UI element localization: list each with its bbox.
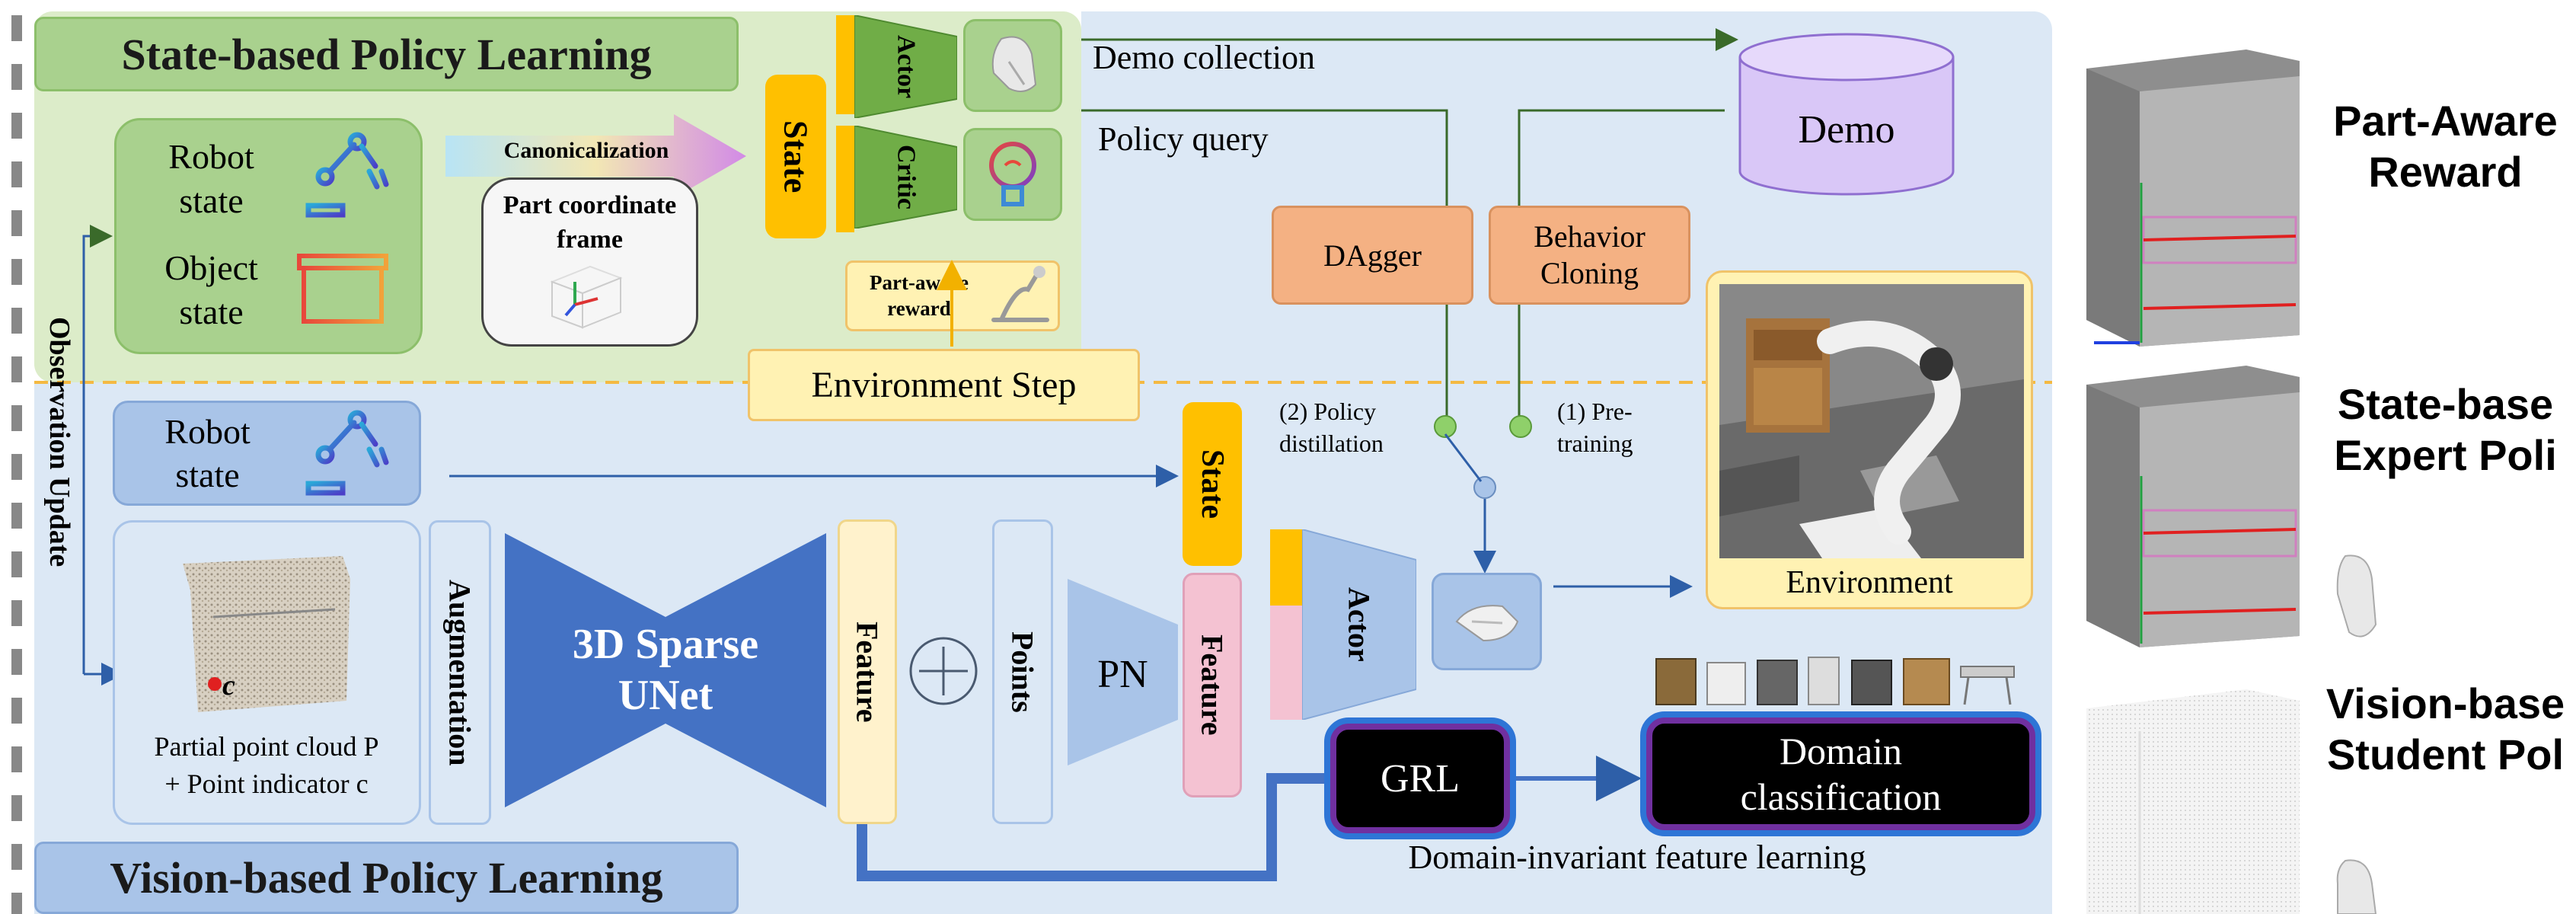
vision-section-title: Vision-based Policy Learning	[34, 842, 739, 914]
vision-gripper-box	[1432, 573, 1542, 670]
actor-network-top	[854, 15, 957, 118]
vision-robot-state-label: Robot state	[164, 411, 251, 495]
policy-query-label: Policy query	[1098, 120, 1269, 158]
canonicalization-label: Canonicalization	[503, 137, 669, 163]
feature-block: Feature	[838, 519, 897, 824]
environment-box	[1706, 270, 2033, 609]
cabinet-thumbnails	[1655, 657, 2015, 705]
vision-actor-label: Actor	[1342, 587, 1377, 662]
point-cloud-image	[183, 556, 350, 712]
part-coordinate-frame-box	[481, 177, 698, 347]
pretraining-label: (1) Pre- training	[1557, 398, 1633, 457]
robot-reward-icon	[991, 266, 1049, 322]
part-coordinate-frame-label: Part coordinate frame	[503, 191, 677, 254]
object-state-label: Object state	[164, 248, 258, 331]
demo-collection-label: Demo collection	[1093, 38, 1316, 76]
critic-network	[854, 126, 957, 228]
vision-actor-state-bar	[1270, 529, 1302, 606]
student-gripper-render	[2336, 859, 2377, 914]
point-indicator-label: c	[222, 670, 235, 701]
unet-shape	[505, 533, 826, 807]
vision-student-render	[2086, 689, 2300, 914]
demo-label: Demo	[1798, 107, 1895, 152]
lightbulb-icon-box	[963, 128, 1062, 221]
gripper-icon	[991, 36, 1037, 92]
vision-actor-feature-bar	[1270, 606, 1302, 720]
state-bar-top	[836, 15, 854, 114]
vision-state-block: State	[1183, 402, 1242, 566]
lightbulb-icon	[989, 141, 1036, 206]
state-section-title: State-based Policy Learning	[34, 17, 739, 91]
grl-box: GRL	[1324, 717, 1516, 839]
coordinate-frame-icon	[550, 265, 623, 329]
behavior-cloning-box: Behavior Cloning	[1489, 206, 1690, 305]
unet-label: 3D Sparse UNet	[572, 620, 759, 719]
expert-gripper-render	[2336, 554, 2377, 638]
vision-actor-network	[1302, 529, 1416, 720]
demo-database	[1738, 33, 1955, 196]
critic-label: Critic	[892, 145, 921, 209]
point-cloud-caption: Partial point cloud P + Point indicator …	[154, 731, 379, 799]
part-aware-reward-render	[2086, 50, 2300, 347]
state-block-top: State	[765, 75, 826, 238]
dagger-box: DAgger	[1272, 206, 1473, 305]
right-state-based-label: State-base Expert Poli	[2334, 380, 2557, 480]
robot-arm-icon	[305, 132, 389, 218]
gripper-icon-box	[963, 19, 1062, 112]
environment-step-box: Environment Step	[748, 349, 1140, 421]
robot-state-label: Robot state	[168, 137, 254, 220]
augmentation-block: Augmentation	[429, 520, 491, 825]
policy-distillation-label: (2) Policy distillation	[1279, 398, 1384, 457]
observation-update-label: Observation Update	[43, 316, 75, 567]
environment-scene	[1719, 284, 2024, 558]
actor-label-top: Actor	[892, 34, 921, 99]
right-part-aware-label: Part-Aware Reward	[2333, 97, 2558, 197]
right-vision-based-label: Vision-base Student Pol	[2325, 679, 2565, 779]
vision-feature-block: Feature	[1183, 573, 1242, 797]
pointnet-label: PN	[1097, 652, 1148, 696]
state-bar-bottom	[836, 126, 854, 232]
points-block: Points	[992, 519, 1053, 824]
domain-invariant-label: Domain-invariant feature learning	[1408, 838, 1866, 876]
cabinet-icon	[297, 254, 388, 328]
concat-plus-icon	[909, 637, 978, 705]
vision-robot-arm-icon	[305, 410, 389, 496]
canonicalization-arrow	[445, 114, 746, 198]
state-expert-render	[2086, 366, 2300, 647]
pointnet-shape	[1068, 579, 1178, 765]
vision-gripper-icon	[1455, 605, 1518, 642]
left-dashed-border	[11, 15, 22, 914]
domain-classification-box: Domain classification	[1640, 711, 2041, 836]
environment-label: Environment	[1786, 565, 1953, 600]
